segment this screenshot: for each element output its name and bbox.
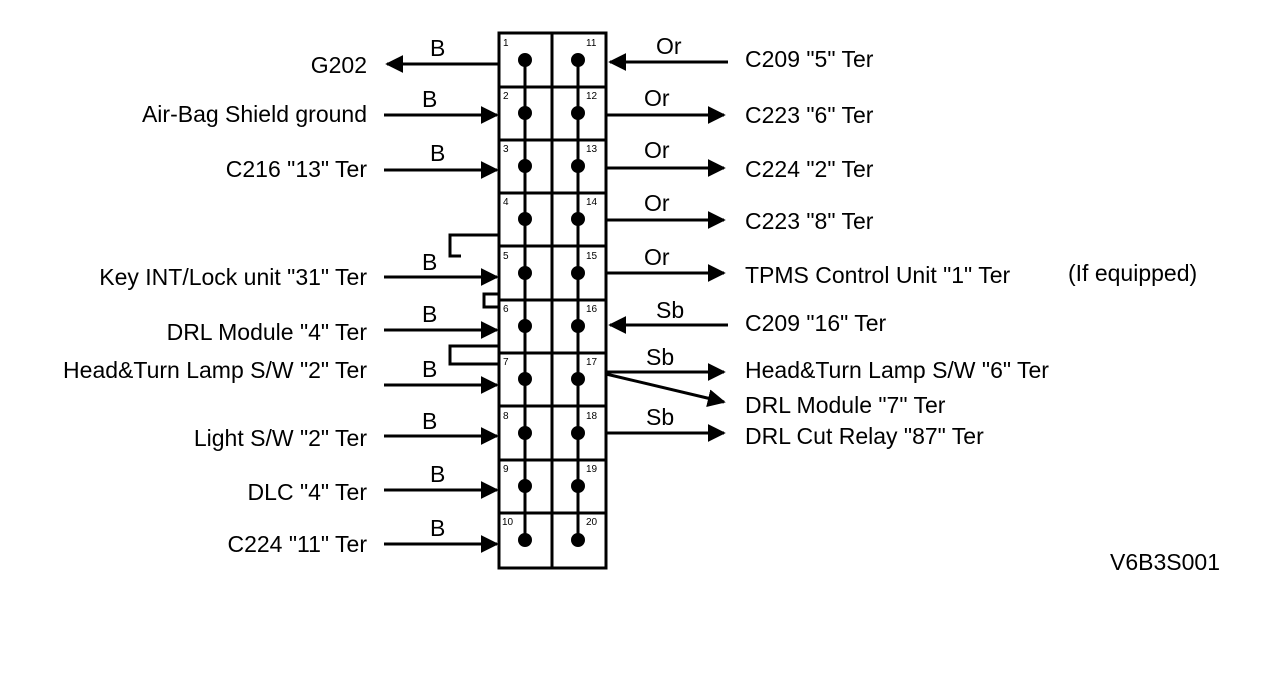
- connection-label: C224 "11" Ter: [227, 531, 367, 557]
- optional-note: (If equipped): [1068, 260, 1197, 286]
- connection-label: G202: [311, 52, 367, 78]
- wire-color-code: Sb: [656, 297, 684, 323]
- connection-label: Head&Turn Lamp S/W "2" Ter: [63, 357, 367, 383]
- pin-number: 1: [503, 38, 509, 49]
- pin-number: 18: [586, 411, 598, 422]
- connection-label: C223 "6" Ter: [745, 102, 874, 128]
- connection-label: C224 "2" Ter: [745, 156, 874, 182]
- connection-label: C223 "8" Ter: [745, 208, 874, 234]
- wire-color-code: B: [422, 408, 437, 434]
- left-wires: [384, 55, 499, 553]
- pin-number: 7: [503, 357, 509, 368]
- pin-number: 9: [503, 464, 509, 475]
- connection-label: C216 "13" Ter: [226, 156, 368, 182]
- pin-number: 14: [586, 197, 598, 208]
- right-pin-numbers: 11 12 13 14 15 16 17 18 19 20: [586, 38, 598, 528]
- left-labels: G202 Air-Bag Shield ground C216 "13" Ter…: [63, 52, 367, 557]
- wire-color-code: B: [422, 301, 437, 327]
- wire-color-code: Or: [644, 190, 670, 216]
- wire-color-code: Or: [644, 85, 670, 111]
- pin-number: 15: [586, 251, 598, 262]
- wire-color-code: Sb: [646, 344, 674, 370]
- connection-label: C209 "16" Ter: [745, 310, 887, 336]
- right-wires: [605, 53, 728, 442]
- connection-label: Air-Bag Shield ground: [142, 101, 367, 127]
- pin-number: 5: [503, 251, 509, 262]
- connection-label: Head&Turn Lamp S/W "6" Ter: [745, 357, 1049, 383]
- connection-label: Light S/W "2" Ter: [194, 425, 367, 451]
- pin-number: 20: [586, 517, 598, 528]
- wire-color-code: B: [422, 249, 437, 275]
- pin-number: 3: [503, 144, 509, 155]
- wire-color-code: Or: [644, 137, 670, 163]
- pin-number: 10: [502, 517, 514, 528]
- joint-connector: [497, 31, 608, 570]
- pin-number: 19: [586, 464, 598, 475]
- connection-label: DRL Module "7" Ter: [745, 392, 946, 418]
- connection-label: DRL Module "4" Ter: [167, 319, 368, 345]
- left-wire-codes: B B B B B B B B B: [422, 35, 445, 541]
- wire-color-code: B: [430, 35, 445, 61]
- connection-label: DLC "4" Ter: [248, 479, 368, 505]
- pin-number: 13: [586, 144, 598, 155]
- wire-color-code: Or: [656, 33, 682, 59]
- wire-color-code: B: [422, 356, 437, 382]
- wire-color-code: Sb: [646, 404, 674, 430]
- connection-label: Key INT/Lock unit "31" Ter: [99, 264, 367, 290]
- pin-number: 17: [586, 357, 598, 368]
- left-pin-numbers: 1 2 3 4 5 6 7 8 9 10: [502, 38, 514, 528]
- right-labels: C209 "5" Ter C223 "6" Ter C224 "2" Ter C…: [745, 46, 1197, 449]
- connection-label: C209 "5" Ter: [745, 46, 874, 72]
- reference-code: V6B3S001: [1110, 549, 1220, 575]
- right-wire-codes: Or Or Or Or Or Sb Sb Sb: [644, 33, 684, 430]
- pin-number: 16: [586, 304, 598, 315]
- pin-number: 11: [586, 38, 597, 49]
- pin-number: 12: [586, 91, 598, 102]
- pin-number: 8: [503, 411, 509, 422]
- wire-color-code: B: [422, 86, 437, 112]
- wire-color-code: B: [430, 515, 445, 541]
- pin-jumpers: [448, 233, 499, 366]
- wire-drl-module-7: [605, 372, 726, 408]
- pin-number: 4: [503, 197, 509, 208]
- connection-label: TPMS Control Unit "1" Ter: [745, 262, 1010, 288]
- connection-label: DRL Cut Relay "87" Ter: [745, 423, 984, 449]
- internal-bus: [518, 53, 585, 547]
- wire-color-code: B: [430, 461, 445, 487]
- wire-color-code: B: [430, 140, 445, 166]
- wire-color-code: Or: [644, 244, 670, 270]
- pin-number: 2: [503, 91, 509, 102]
- pin-number: 6: [503, 304, 509, 315]
